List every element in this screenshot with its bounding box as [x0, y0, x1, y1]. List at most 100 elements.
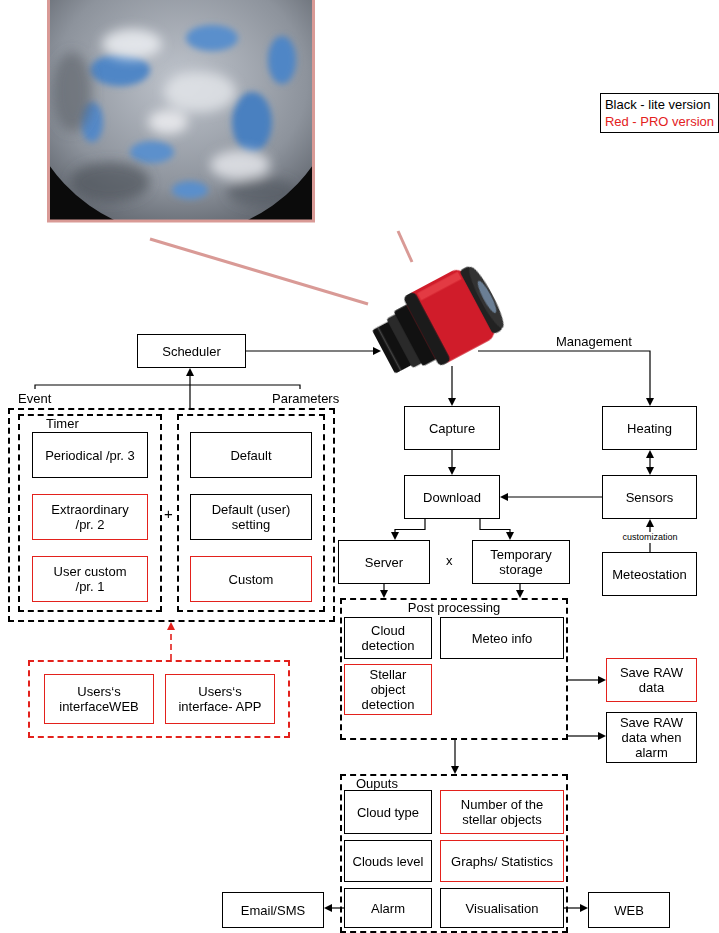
process-box: Clouds level [344, 840, 432, 882]
process-box: WEB [588, 892, 670, 928]
arrowhead [516, 590, 524, 598]
connector [451, 740, 459, 774]
box-label: Sensors [626, 490, 674, 505]
illustration-part [417, 272, 461, 301]
box-label: Heating [627, 421, 672, 436]
arrowhead [186, 368, 194, 376]
connector-line [395, 519, 425, 534]
process-box: Alarm [344, 888, 432, 928]
process-box: Heating [602, 406, 697, 450]
arrowhead [500, 493, 508, 501]
bracket [35, 385, 300, 389]
process-box: Meteo info [440, 617, 564, 659]
illustration-part [49, 0, 313, 220]
scheduler-to-camera-arrow [246, 347, 381, 355]
process-box: Stellar object detection [344, 664, 432, 715]
illustration-part [49, 0, 314, 221]
connector [500, 493, 602, 501]
process-box: User custom /pr. 1 [32, 556, 148, 602]
box-label: Email/SMS [241, 903, 305, 918]
connector [568, 732, 606, 740]
process-box: Users‘s interface- APP [165, 674, 275, 724]
illustration-part [464, 264, 508, 331]
process-box: Save RAW data [606, 658, 697, 702]
illustration-part [52, 52, 92, 132]
arrowhead [167, 622, 175, 630]
camera-to-capture-arrow [448, 366, 456, 406]
process-box: Meteostation [602, 552, 697, 596]
arrowhead [448, 467, 456, 475]
illustration-part [373, 347, 381, 355]
group-frame: OuputsCloud type Number of the stellar ob… [340, 774, 568, 933]
illustration-part [475, 279, 499, 315]
arrowhead [451, 766, 459, 774]
legend-text: Black - lite version [605, 97, 710, 112]
connector-line [506, 496, 602, 497]
free-label: Management [556, 334, 632, 349]
connector [380, 584, 388, 598]
group-frame: Users‘s interfaceWEB Users‘s interface- A… [28, 660, 290, 738]
box-label: Capture [429, 421, 475, 436]
sky-photo [6, 0, 356, 245]
arrowhead [380, 590, 388, 598]
process-box: Custom [190, 556, 312, 602]
connector-line [568, 679, 600, 680]
group-frame: Post processingCloud detection Meteo info… [340, 598, 568, 740]
illustration-part [52, 29, 297, 207]
group-heading: Ouputs [356, 776, 398, 791]
illustration-part [186, 25, 238, 51]
group-heading: Parameters [272, 391, 339, 406]
arrowhead [324, 904, 332, 912]
box-label: Save RAW data when alarm [613, 715, 690, 760]
arrowhead [598, 676, 606, 684]
process-box: Graphs/ Statistics [440, 840, 564, 882]
group-heading: Post processing [342, 600, 566, 615]
illustration-part [70, 162, 150, 202]
process-box: Periodical /pr. 3 [32, 432, 148, 478]
box-label: Cloud type [357, 805, 419, 820]
process-box: Server [338, 540, 430, 584]
box-label: Meteo info [472, 631, 533, 646]
box-label: Visualisation [466, 901, 539, 916]
connector [480, 519, 514, 540]
arrowhead [646, 519, 654, 527]
box-label: Periodical /pr. 3 [45, 448, 135, 463]
box-label: Stellar object detection [351, 667, 425, 712]
box-label: Number of the stellar objects [447, 797, 557, 827]
process-box: Email/SMS [222, 892, 324, 928]
box-label: Server [365, 555, 403, 570]
process-box: Temporary storage [472, 540, 570, 584]
illustration-part [49, 0, 313, 220]
process-box: Visualisation [440, 888, 564, 928]
legend-entry: Black - lite version [605, 96, 714, 113]
box-label: Clouds level [353, 854, 424, 869]
connector-line [189, 374, 190, 408]
connector-line [480, 519, 510, 534]
free-label: + [164, 506, 173, 521]
illustration-part [646, 398, 654, 406]
box-label: Save RAW data [613, 665, 690, 695]
connector [516, 584, 524, 598]
process-box: Number of the stellar objects [440, 790, 564, 834]
illustration-part [90, 54, 150, 86]
connector [568, 676, 606, 684]
illustration-part [478, 351, 650, 398]
legend-box: Black - lite versionRed - PRO version [600, 93, 719, 133]
box-label: Graphs/ Statistics [451, 854, 553, 869]
connector [646, 450, 654, 475]
box-label: Default (user) setting [203, 502, 299, 532]
box-label: Cloud detection [351, 623, 425, 653]
illustration-part [148, 110, 188, 134]
free-label: x [446, 553, 453, 568]
illustration-part [130, 141, 174, 163]
box-label: Temporary storage [479, 547, 563, 577]
photo-leader-lines [150, 231, 412, 304]
camera-illustration [365, 260, 511, 387]
box-label: WEB [614, 903, 644, 918]
connector [448, 450, 456, 475]
box-label: Users‘s interfaceWEB [51, 684, 147, 714]
box-label: Meteostation [612, 567, 686, 582]
process-box: Sensors [602, 475, 697, 519]
arrowhead [506, 532, 514, 540]
